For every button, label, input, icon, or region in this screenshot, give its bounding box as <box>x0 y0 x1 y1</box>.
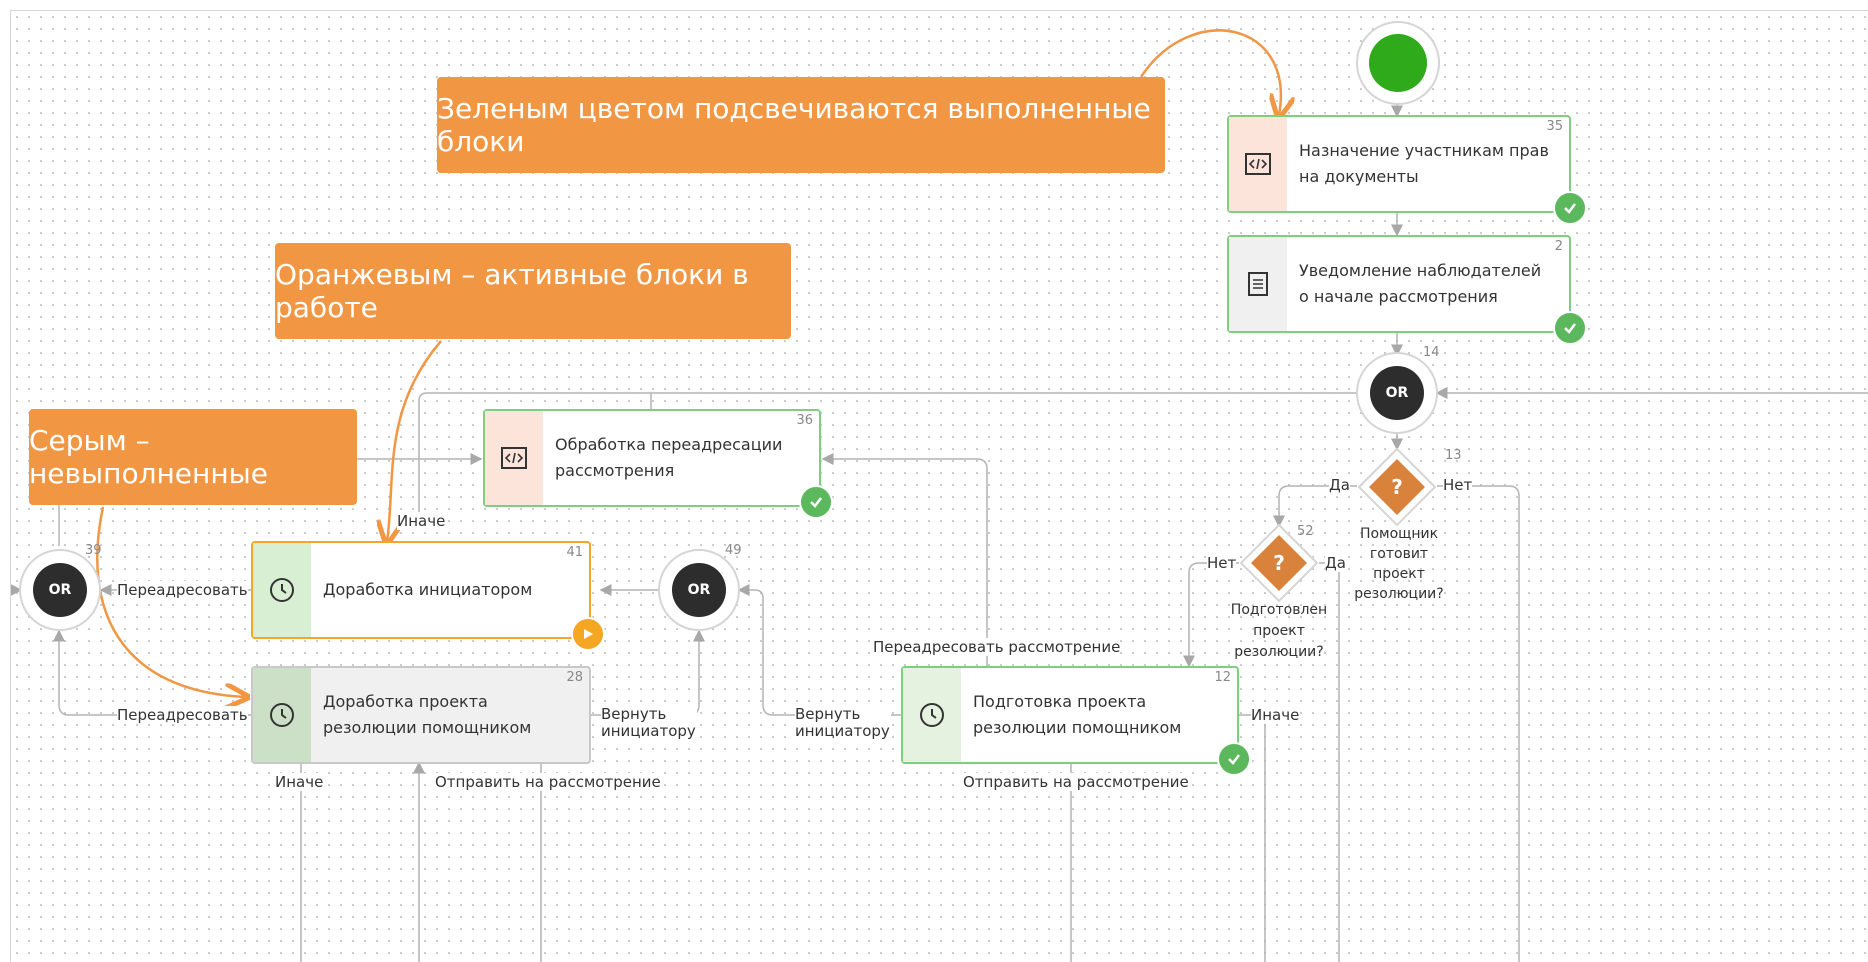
edge-label-no-13: Нет <box>1443 476 1473 494</box>
block-36-number: 36 <box>796 413 813 428</box>
or-label: OR <box>1370 366 1424 420</box>
decision-13-number: 13 <box>1445 448 1462 463</box>
block-35[interactable]: Назначение участникам прав на документы … <box>1227 115 1587 225</box>
edge-label-redirect-41: Переадресовать <box>117 581 248 599</box>
block-35-strip <box>1229 117 1287 211</box>
gateway-49-number: 49 <box>725 543 742 558</box>
block-12-number: 12 <box>1214 670 1231 685</box>
decision-52-label: Подготовлен проект резолюции? <box>1230 602 1328 660</box>
block-28-number: 28 <box>566 670 583 685</box>
start-node[interactable] <box>1356 21 1440 105</box>
pointer-green <box>1139 29 1281 115</box>
decision-52[interactable]: ? <box>1239 523 1319 603</box>
block-41-title: Доработка инициатором <box>323 580 533 599</box>
done-check-icon <box>1217 742 1251 776</box>
document-icon <box>1248 272 1268 296</box>
callout-grey-pending: Серым – невыполненные <box>29 409 357 505</box>
or-label: OR <box>33 563 87 617</box>
gateway-or-49[interactable]: OR <box>658 549 740 631</box>
edge-label-send-28: Отправить на рассмотрение <box>435 773 661 791</box>
block-12-strip <box>903 668 961 762</box>
code-icon <box>501 447 527 469</box>
block-28-title: Доработка проекта резолюции помощником <box>323 692 532 737</box>
block-2-number: 2 <box>1554 239 1563 254</box>
clock-icon <box>270 578 294 602</box>
clock-icon <box>270 703 294 727</box>
or-label: OR <box>672 563 726 617</box>
block-12[interactable]: Подготовка проекта резолюции помощником … <box>901 666 1251 776</box>
done-check-icon <box>799 485 833 519</box>
block-36-strip <box>485 411 543 505</box>
block-12-title: Подготовка проекта резолюции помощником <box>973 692 1182 737</box>
edge-28-or49 <box>591 629 705 716</box>
block-36[interactable]: Обработка переадресации рассмотрения 36 <box>483 409 833 519</box>
edge-d13-yes <box>1273 485 1357 528</box>
edge-label-else-28: Иначе <box>275 773 324 791</box>
pointer-grey <box>96 506 245 697</box>
block-2-strip <box>1229 237 1287 331</box>
block-2-title: Уведомление наблюдателей о начале рассмо… <box>1299 261 1542 306</box>
gateway-14-number: 14 <box>1423 345 1440 360</box>
block-35-number: 35 <box>1546 119 1563 134</box>
block-41[interactable]: Доработка инициатором 41 <box>251 541 605 651</box>
diagram-canvas: Назначение участникам прав на документы … <box>10 10 1868 962</box>
edge-label-return-12: Вернуть инициатору <box>795 705 891 740</box>
decision-52-number: 52 <box>1297 524 1314 539</box>
start-circle <box>1369 34 1427 92</box>
edge-label-else-12: Иначе <box>1251 706 1300 724</box>
edge-label-redirect-28: Переадресовать <box>117 706 248 724</box>
edge-label-else-top: Иначе <box>397 512 446 530</box>
decision-13[interactable]: ? <box>1357 447 1437 527</box>
block-28-strip <box>253 668 311 762</box>
block-41-number: 41 <box>566 545 583 560</box>
edge-loop-top <box>418 392 1357 521</box>
block-41-strip <box>253 543 311 637</box>
gateway-or-14[interactable]: OR <box>1356 352 1438 434</box>
edge-12-36 <box>821 453 988 666</box>
edge-label-redirect-review: Переадресовать рассмотрение <box>873 638 1121 656</box>
edge-label-yes-13: Да <box>1329 476 1350 494</box>
edge-d52-no <box>1183 562 1239 668</box>
done-check-icon <box>1553 191 1587 225</box>
question-icon: ? <box>1391 475 1403 499</box>
edge-label-return-28: Вернуть инициатору <box>601 705 697 740</box>
pointer-orange <box>387 340 442 541</box>
block-28[interactable]: Доработка проекта резолюции помощником 2… <box>251 666 591 764</box>
edge-label-send-12: Отправить на рассмотрение <box>963 773 1189 791</box>
question-icon: ? <box>1273 551 1285 575</box>
active-play-icon <box>571 617 605 651</box>
block-2[interactable]: Уведомление наблюдателей о начале рассмо… <box>1227 235 1587 345</box>
callout-green-done: Зеленым цветом подсвечиваются выполненны… <box>437 77 1165 173</box>
edge-12-or49 <box>737 584 901 716</box>
callout-orange-active: Оранжевым – активные блоки в работе <box>275 243 791 339</box>
clock-icon <box>920 703 944 727</box>
gateway-39-number: 39 <box>85 543 102 558</box>
decision-13-label: Помощник готовит проект резолюции? <box>1354 526 1444 602</box>
code-icon <box>1245 153 1271 175</box>
edge-label-yes-52: Да <box>1325 554 1346 572</box>
edge-28-or39 <box>53 629 251 716</box>
block-36-title: Обработка переадресации рассмотрения <box>555 435 783 480</box>
edge-label-no-52: Нет <box>1207 554 1237 572</box>
done-check-icon <box>1553 311 1587 345</box>
block-35-title: Назначение участникам прав на документы <box>1299 141 1549 186</box>
edge-d13-no <box>1437 485 1520 962</box>
gateway-or-39[interactable]: OR <box>19 549 101 631</box>
